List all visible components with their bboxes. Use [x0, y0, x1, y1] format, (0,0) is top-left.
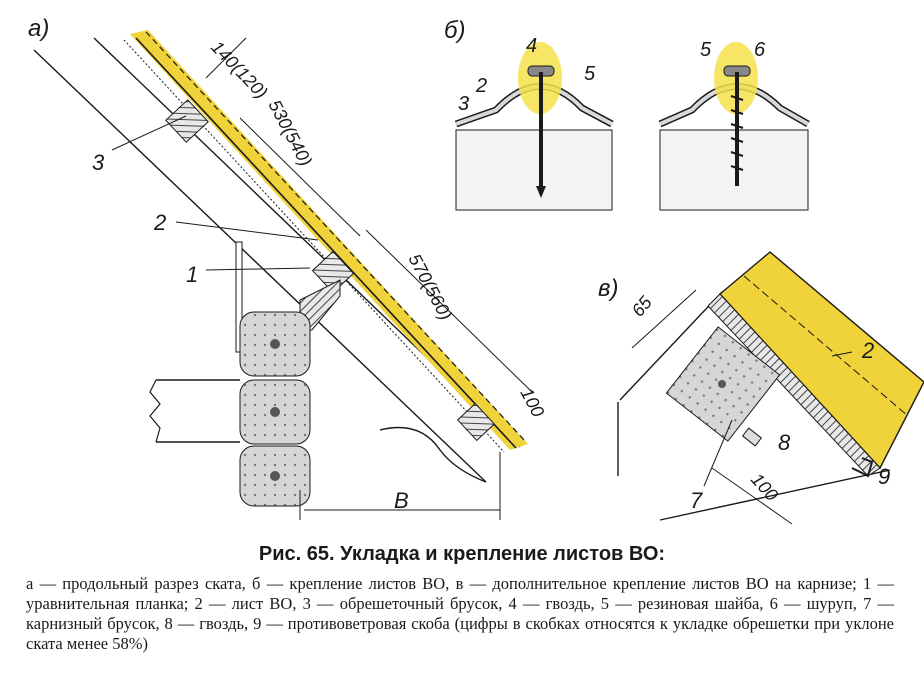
dim-530-text: 530(540) — [264, 96, 315, 169]
b-right-6: 6 — [754, 39, 766, 61]
v-callout-7: 7 — [690, 488, 703, 513]
sheet-vo-edge-lower — [135, 37, 517, 449]
caption-text: а — продольный разрез ската, б — креплен… — [26, 574, 894, 653]
panel-b: б) 2 3 4 5 5 6 — [444, 17, 810, 211]
v-sheet-underlay — [707, 293, 881, 477]
v-callout-9: 9 — [878, 464, 890, 489]
caption-body: а — продольный разрез ската, б — креплен… — [26, 574, 894, 654]
leader-7 — [703, 419, 733, 487]
v-callout-8: 8 — [778, 430, 791, 455]
figure-drawing: а) — [28, 15, 924, 525]
sheet-vo — [130, 30, 528, 450]
v-outline-top — [619, 291, 723, 401]
dim-140-line — [205, 37, 247, 79]
dim-570-text: 570(560) — [404, 250, 455, 323]
vertical-rod — [235, 241, 243, 353]
v-callout-2: 2 — [861, 338, 874, 363]
sheet-vo-seam — [123, 39, 505, 453]
b-right-5: 5 — [700, 39, 712, 61]
panel-a: а) — [28, 15, 548, 520]
caption-tail: менее 58%) — [66, 634, 148, 653]
leader-2-v — [831, 351, 853, 357]
v-nail — [741, 427, 763, 447]
v-outline-bottom — [659, 469, 891, 521]
sheet-vo-edge-upper — [145, 31, 527, 443]
leader-1 — [205, 267, 311, 271]
leader-2 — [175, 221, 319, 241]
b-left-4: 4 — [526, 35, 537, 57]
v-dim-65-text: 65 — [628, 292, 657, 321]
caption-title: Рис. 65. Укладка и крепление листов ВО: — [258, 543, 666, 565]
leader-3 — [111, 115, 187, 151]
panel-b-label: б) — [444, 17, 466, 44]
v-dim-65-line — [631, 289, 697, 349]
callout-1: 1 — [186, 262, 198, 287]
figure-caption: Рис. 65. Укладка и крепление листов ВО: … — [0, 543, 924, 654]
rafter-bottom-line — [33, 49, 487, 483]
dim-B-text: В — [394, 488, 409, 513]
windproof-bracket — [851, 457, 874, 478]
v-dim-100-line — [711, 467, 793, 525]
batten-block-middle — [311, 250, 355, 294]
b-left-5: 5 — [584, 63, 596, 85]
dim-140-text: 140(120) — [207, 37, 271, 103]
left-batten — [455, 129, 613, 211]
log-wall — [239, 311, 311, 507]
panel-v: в) 65 100 2 7 8 9 — [598, 251, 924, 525]
panel-a-label: а) — [28, 15, 49, 42]
b-left-2: 2 — [475, 75, 487, 97]
rafter-end — [379, 426, 487, 483]
callout-2: 2 — [153, 210, 166, 235]
panel-v-label: в) — [598, 275, 619, 302]
joist-break — [149, 379, 161, 443]
dim-570-line — [365, 229, 533, 393]
dim-100-text: 100 — [516, 384, 548, 420]
right-batten — [659, 129, 809, 211]
b-left-3: 3 — [458, 93, 469, 115]
batten-block-bottom — [456, 402, 496, 442]
dim-530-line — [239, 117, 361, 237]
batten-block-top — [165, 99, 209, 143]
callout-3: 3 — [92, 150, 105, 175]
